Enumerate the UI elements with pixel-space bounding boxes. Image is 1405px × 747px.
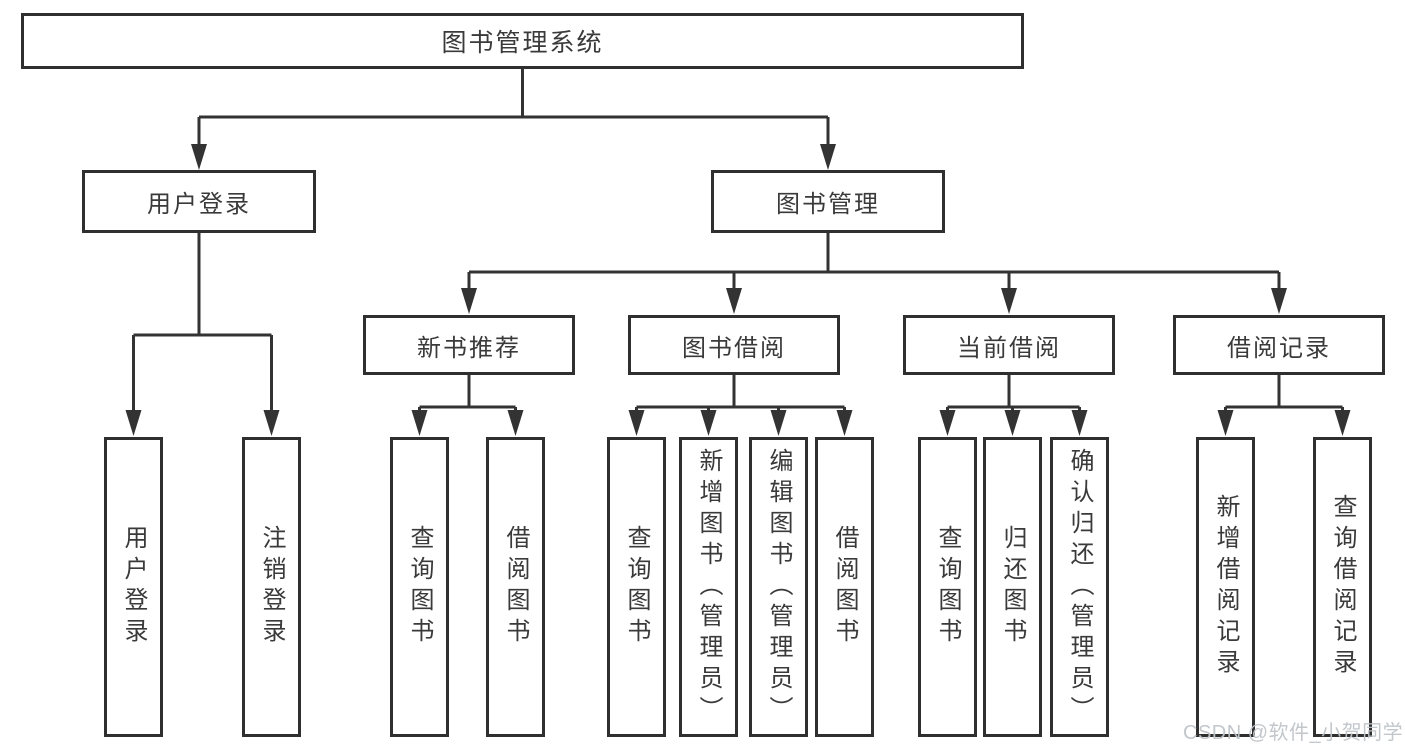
arrowhead-icon <box>820 144 836 170</box>
leaf-user-login: 用户登录 <box>104 437 163 737</box>
arrowhead-icon <box>1004 410 1021 436</box>
connector-current-borrow-children <box>946 375 1081 414</box>
leaf-query-borrow-record: 查询借阅记录 <box>1313 437 1372 737</box>
arrowhead-icon <box>836 410 853 436</box>
connector-root-to-level2 <box>197 69 830 147</box>
leaf-return-books: 归还图书 <box>983 437 1042 737</box>
arrowhead-icon <box>770 410 787 436</box>
arrowhead-icon <box>726 288 742 314</box>
arrowhead-icon <box>1217 410 1234 436</box>
arrowhead-icon <box>461 288 477 314</box>
arrowhead-icon <box>700 410 717 436</box>
connector-borrow-record-children <box>1224 375 1344 414</box>
connector-new-book-rec-children <box>418 375 517 414</box>
arrowhead-icon <box>1334 410 1351 436</box>
node-current-borrowing: 当前借阅 <box>903 315 1115 375</box>
arrowhead-icon <box>939 410 956 436</box>
node-book-borrowing: 图书借阅 <box>628 315 840 375</box>
node-library-system: 图书管理系统 <box>21 13 1024 69</box>
connector-book-borrow-children <box>635 375 846 414</box>
leaf-confirm-return-admin: 确认归还（管理员） <box>1050 437 1109 737</box>
leaf-borrow-books-1: 借阅图书 <box>486 437 545 737</box>
connector-user-login-children <box>132 233 273 414</box>
arrowhead-icon <box>263 410 280 436</box>
leaf-edit-books-admin: 编辑图书（管理员） <box>749 437 808 737</box>
leaf-query-books-3: 查询图书 <box>918 437 977 737</box>
arrowhead-icon <box>1001 288 1017 314</box>
node-book-management: 图书管理 <box>711 170 945 233</box>
leaf-query-books-2: 查询图书 <box>607 437 666 737</box>
leaf-logout: 注销登录 <box>242 437 301 737</box>
node-new-book-recommendation: 新书推荐 <box>363 315 575 375</box>
node-borrowing-records: 借阅记录 <box>1173 315 1385 375</box>
arrowhead-icon <box>191 144 207 170</box>
arrowhead-icon <box>1071 410 1088 436</box>
node-user-login: 用户登录 <box>82 170 316 233</box>
connector-book-mgmt-children <box>467 233 1281 292</box>
leaf-add-borrow-record: 新增借阅记录 <box>1196 437 1255 737</box>
arrowheads <box>125 144 1351 436</box>
arrowhead-icon <box>628 410 645 436</box>
leaf-add-books-admin: 新增图书（管理员） <box>679 437 738 737</box>
connector-lines <box>132 69 1344 414</box>
arrowhead-icon <box>1271 288 1287 314</box>
arrowhead-icon <box>507 410 524 436</box>
csdn-watermark: CSDN @软件_小贺同学 <box>1183 722 1404 744</box>
leaf-borrow-books-2: 借阅图书 <box>815 437 874 737</box>
leaf-query-books-1: 查询图书 <box>390 437 449 737</box>
arrowhead-icon <box>125 410 142 436</box>
arrowhead-icon <box>411 410 428 436</box>
